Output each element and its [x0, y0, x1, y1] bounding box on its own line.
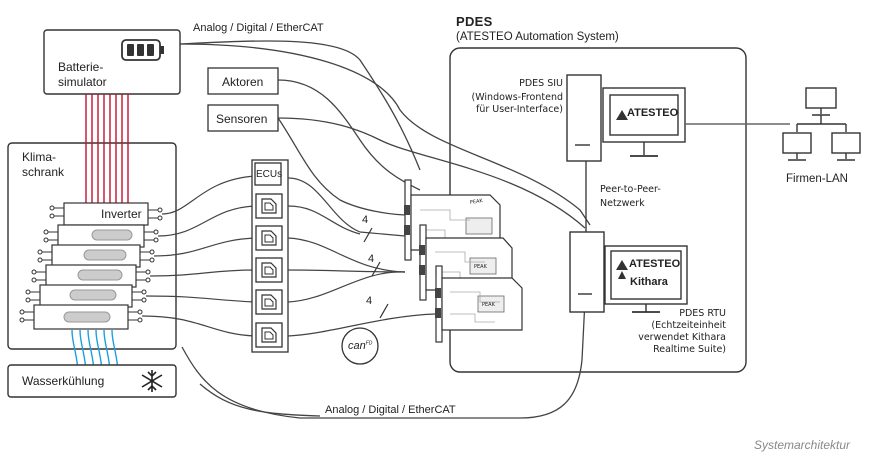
p2p-line-2: Netzwerk	[600, 198, 645, 209]
lan-label: Firmen-LAN	[786, 173, 848, 185]
bus-count-2: 4	[368, 253, 375, 265]
network-icon	[782, 87, 861, 161]
pci-card-2	[419, 224, 513, 301]
card-brand-1: PEAK	[469, 198, 484, 206]
rtu-line-2: verwendet Kithara	[638, 332, 726, 343]
pci-card-1	[404, 179, 501, 261]
ecu-rack	[251, 159, 289, 353]
sensors-box	[207, 104, 279, 132]
ecu-chip-icon	[255, 193, 283, 219]
card-brand-3: PEAK	[482, 302, 495, 308]
pci-card-3	[435, 265, 523, 343]
inverter-label: Inverter	[99, 207, 144, 221]
kithara-logo	[618, 271, 626, 279]
ecus-label: ECUs	[256, 169, 283, 180]
signal-label-top: Analog / Digital / EtherCAT	[193, 22, 324, 34]
cooling-label: Wasserkühlung	[22, 374, 105, 388]
snowflake-icon	[141, 370, 163, 392]
p2p-line-1: Peer-to-Peer-	[600, 184, 661, 195]
can-fd-logo	[341, 327, 379, 365]
bus-count-1: 4	[362, 214, 369, 226]
caption: Systemarchitektur	[754, 438, 851, 452]
siu-computer-icon	[566, 74, 686, 162]
water-cooling-box	[7, 364, 177, 398]
chamber-label-1: Klima-	[22, 150, 57, 164]
rtu-line-3: Realtime Suite)	[653, 344, 726, 355]
rtu-brand-kithara: Kithara	[630, 276, 668, 288]
rtu-computer-icon	[569, 231, 688, 313]
signal-line-bottom	[181, 299, 586, 419]
rtu-brand: ATESTEO	[629, 258, 681, 270]
actuators-label: Aktoren	[222, 75, 264, 89]
card-brand-2: PEAK	[474, 264, 487, 270]
siu-line-1: (Windows-Frontend	[471, 92, 563, 103]
pdes-subtitle: (ATESTEO Automation System)	[456, 31, 619, 43]
can-fd-text: canFD	[348, 340, 373, 352]
pdes-title: PDES	[456, 14, 493, 29]
bus-count-3: 4	[366, 295, 373, 307]
signal-line-top	[179, 40, 421, 171]
signal-label-bottom: Analog / Digital / EtherCAT	[325, 404, 456, 416]
rtu-title: PDES RTU	[679, 308, 726, 319]
siu-brand: ATESTEO	[627, 107, 679, 119]
battery-label-1: Batterie-	[58, 60, 104, 74]
rtu-line-1: (Echtzeiteinheit	[651, 320, 726, 331]
sensors-label: Sensoren	[216, 112, 268, 126]
battery-label-2: simulator	[58, 75, 107, 89]
siu-line-2: für User-Interface)	[475, 104, 563, 115]
chamber-label-2: schrank	[22, 165, 65, 179]
battery-icon	[121, 39, 164, 61]
actuators-box	[207, 67, 279, 95]
siu-title: PDES SIU	[519, 78, 563, 89]
